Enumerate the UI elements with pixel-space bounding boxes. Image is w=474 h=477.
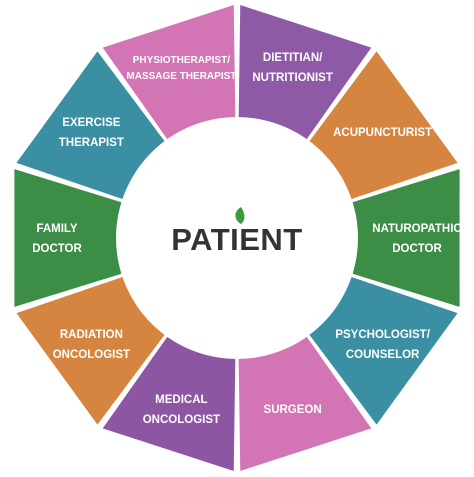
segment-shape — [16, 51, 165, 200]
segment-label-line: SURGEON — [264, 404, 322, 416]
center-disc — [116, 117, 358, 359]
segment-shape — [309, 51, 458, 200]
segment-label-line: COUNSELOR — [346, 349, 420, 361]
segment-shape — [309, 276, 458, 425]
segment-shape — [14, 169, 122, 307]
segment-label-line: ONCOLOGIST — [143, 414, 220, 426]
segment-label-line: FAMILY — [36, 223, 77, 235]
segment-label-line: DIETITIAN/ — [263, 52, 323, 64]
segment-4: SURGEON — [238, 336, 372, 471]
segment-label: PHYSIOTHERAPIST/MASSAGE THERAPIST — [126, 55, 236, 82]
segments-layer: DIETITIAN/NUTRITIONIST ACUPUNCTURIST NATUR… — [14, 5, 462, 471]
segment-label-line: NUTRITIONIST — [252, 72, 333, 84]
segment-label-line: PSYCHOLOGIST/ — [335, 329, 430, 341]
segment-1: ACUPUNCTURIST — [309, 51, 458, 200]
segment-9: PHYSIOTHERAPIST/MASSAGE THERAPIST — [102, 5, 236, 140]
segment-label: RADIATION ONCOLOGIST — [53, 329, 130, 361]
segment-label: MEDICAL ONCOLOGIST — [143, 394, 220, 426]
segment-7: FAMILY DOCTOR — [14, 169, 122, 307]
segment-5: MEDICAL ONCOLOGIST — [102, 336, 236, 471]
segment-label-line: MEDICAL — [155, 394, 207, 406]
segment-label-line: PHYSIOTHERAPIST/ — [133, 55, 230, 66]
segment-shape — [352, 169, 460, 307]
segment-label-line: NATUROPATHIC — [372, 223, 461, 235]
center-title: PATIENT — [171, 222, 303, 257]
segment-shape — [16, 276, 165, 425]
segment-label: NATUROPATHIC DOCTOR — [372, 223, 461, 255]
segment-shape — [238, 5, 372, 140]
segment-label-line: DOCTOR — [32, 243, 82, 255]
segment-0: DIETITIAN/NUTRITIONIST — [238, 5, 372, 140]
segment-2: NATUROPATHIC DOCTOR — [352, 169, 462, 307]
segment-label-line: EXERCISE — [62, 117, 120, 129]
segment-label: EXERCISE THERAPIST — [59, 117, 124, 149]
segment-label-line: RADIATION — [60, 329, 123, 341]
segment-label: DIETITIAN/NUTRITIONIST — [252, 52, 333, 84]
segment-label: ACUPUNCTURIST — [333, 127, 432, 139]
segment-label-line: ACUPUNCTURIST — [333, 127, 432, 139]
segment-6: RADIATION ONCOLOGIST — [16, 276, 165, 425]
segment-label: FAMILY DOCTOR — [32, 223, 82, 255]
segment-label: PSYCHOLOGIST/COUNSELOR — [335, 329, 430, 361]
segment-label-line: ONCOLOGIST — [53, 349, 130, 361]
segment-3: PSYCHOLOGIST/COUNSELOR — [309, 276, 458, 425]
segment-shape — [102, 336, 236, 471]
segment-shape — [238, 336, 372, 471]
segment-label-line: THERAPIST — [59, 137, 124, 149]
segment-label-line: DOCTOR — [392, 243, 442, 255]
segment-8: EXERCISE THERAPIST — [16, 51, 165, 200]
segment-label: SURGEON — [264, 404, 322, 416]
segment-shape — [102, 5, 236, 140]
leaf-icon — [235, 207, 245, 224]
segment-label-line: MASSAGE THERAPIST — [126, 71, 236, 82]
